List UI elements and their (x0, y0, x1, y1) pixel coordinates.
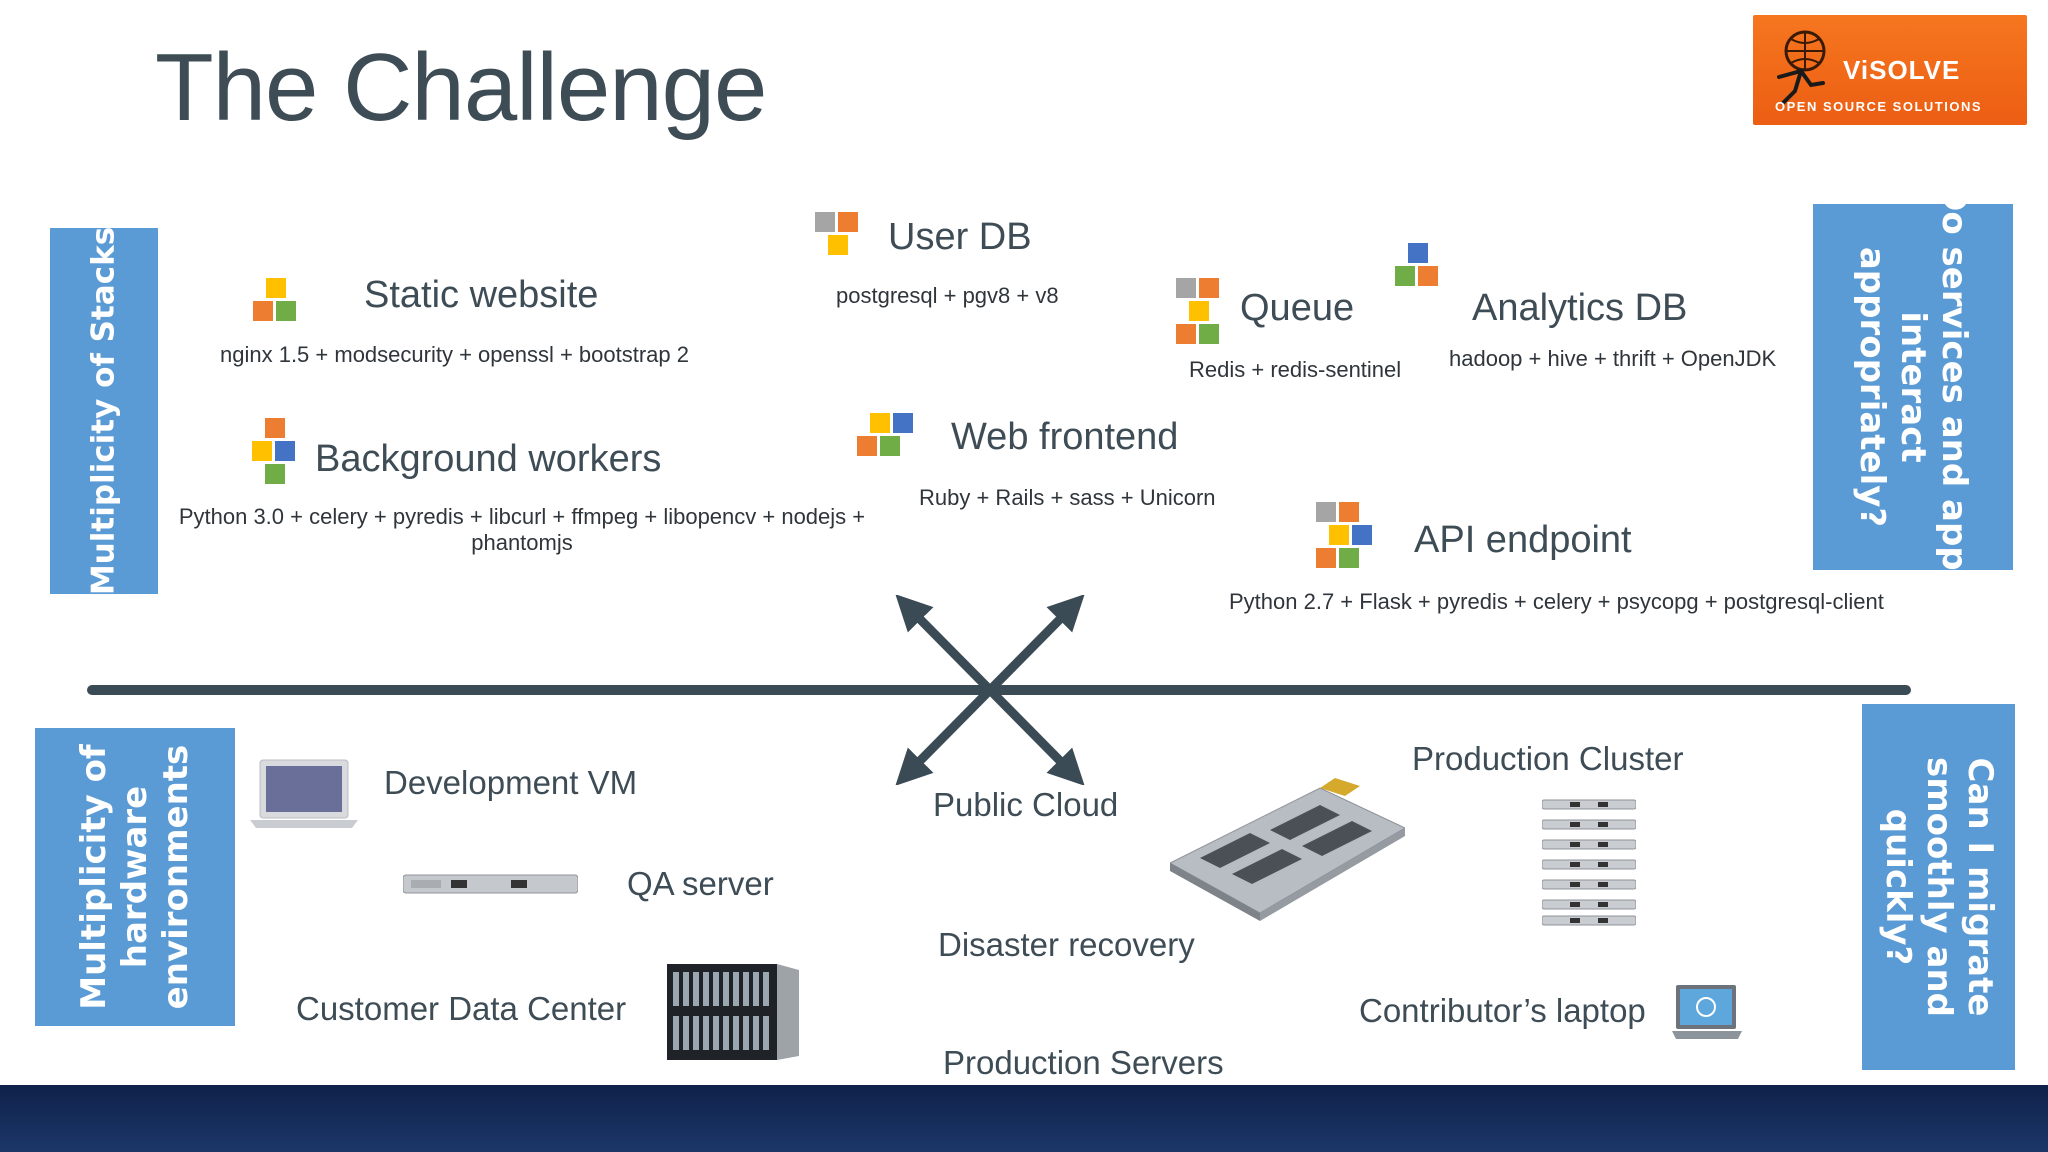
hardware-label-box: Multiplicity of hardware environments (35, 728, 235, 1026)
stacks-label: Multiplicity of Stacks (85, 226, 122, 596)
interact-label-line: interact (1893, 311, 1934, 463)
block-stack-icon (253, 278, 299, 324)
queue-stack: Redis + redis-sentinel (1189, 357, 1402, 382)
block-stack-icon (1176, 278, 1222, 348)
migrate-label: Can I migrate smoothly and quickly? (1877, 757, 2000, 1017)
block-stack-icon (857, 413, 917, 459)
migrate-label-line: smoothly and (1918, 757, 1959, 1017)
production-servers-label: Production Servers (943, 1044, 1224, 1081)
analytics-db-stack: hadoop + hive + thrift + OpenJDK (1449, 346, 1777, 371)
cross-arrows-icon (895, 595, 1085, 785)
migrate-label-line: Can I migrate (1959, 757, 2000, 1017)
static-website-name: Static website (364, 274, 599, 316)
logo-tagline: OPEN SOURCE SOLUTIONS (1775, 99, 1983, 114)
interact-label-box: Do services and apps interact appropriat… (1813, 183, 2013, 591)
background-workers-name: Background workers (315, 438, 662, 480)
disaster-recovery-label: Disaster recovery (938, 926, 1195, 963)
hardware-label: Multiplicity of hardware environments (74, 744, 196, 1009)
hardware-label-line: Multiplicity of (73, 744, 114, 1010)
block-stack-icon (815, 212, 861, 258)
contributors-laptop-label: Contributor’s laptop (1359, 992, 1646, 1029)
blade-chassis-icon (667, 964, 799, 1060)
block-stack-icon (1316, 502, 1376, 572)
visolve-logo: ViSOLVE OPEN SOURCE SOLUTIONS (1753, 15, 2027, 125)
hardware-label-line: environments (155, 744, 196, 1010)
rack-server-icon (403, 874, 578, 894)
user-db-name: User DB (888, 216, 1032, 258)
user-db-stack: postgresql + pgv8 + v8 (836, 283, 1059, 308)
queue-name: Queue (1240, 287, 1355, 329)
web-frontend-stack: Ruby + Rails + sass + Unicorn (919, 485, 1216, 510)
api-endpoint-stack: Python 2.7 + Flask + pyredis + celery + … (1229, 589, 1884, 614)
background-workers-stack-line: phantomjs (471, 530, 573, 556)
production-cluster-label: Production Cluster (1412, 740, 1684, 777)
migrate-label-line: quickly? (1878, 808, 1919, 966)
development-vm-label: Development VM (384, 764, 638, 801)
globe-person-icon (1777, 30, 1826, 105)
block-stack-icon (1395, 243, 1441, 289)
migrate-label-box: Can I migrate smoothly and quickly? (1862, 704, 2015, 1070)
laptop-icon (250, 759, 358, 828)
interact-label-line: appropriately? (1852, 246, 1893, 528)
stacks-label-box: Multiplicity of Stacks (50, 226, 158, 596)
server-stack-icon (1542, 799, 1636, 926)
interact-label: Do services and apps interact appropriat… (1852, 183, 1975, 591)
web-frontend-name: Web frontend (951, 416, 1179, 458)
static-website-stack: nginx 1.5 + modsecurity + openssl + boot… (220, 342, 690, 367)
qa-server-label: QA server (627, 865, 774, 902)
api-endpoint-name: API endpoint (1414, 519, 1632, 561)
server-board-icon (1170, 778, 1405, 921)
dell-laptop-icon (1672, 985, 1742, 1039)
hardware-label-line: hardware (114, 785, 155, 969)
footer-bar (0, 1085, 2048, 1152)
page-title: The Challenge (155, 34, 767, 141)
public-cloud-label: Public Cloud (933, 786, 1119, 823)
logo-name: ViSOLVE (1843, 55, 1961, 85)
interact-label-line: Do services and apps (1934, 183, 1975, 591)
background-workers-stack: Python 3.0 + celery + pyredis + libcurl … (172, 504, 872, 557)
analytics-db-name: Analytics DB (1472, 287, 1688, 329)
background-workers-stack-line: Python 3.0 + celery + pyredis + libcurl … (178, 504, 866, 529)
block-stack-icon (252, 418, 298, 488)
customer-data-center-label: Customer Data Center (296, 990, 627, 1027)
